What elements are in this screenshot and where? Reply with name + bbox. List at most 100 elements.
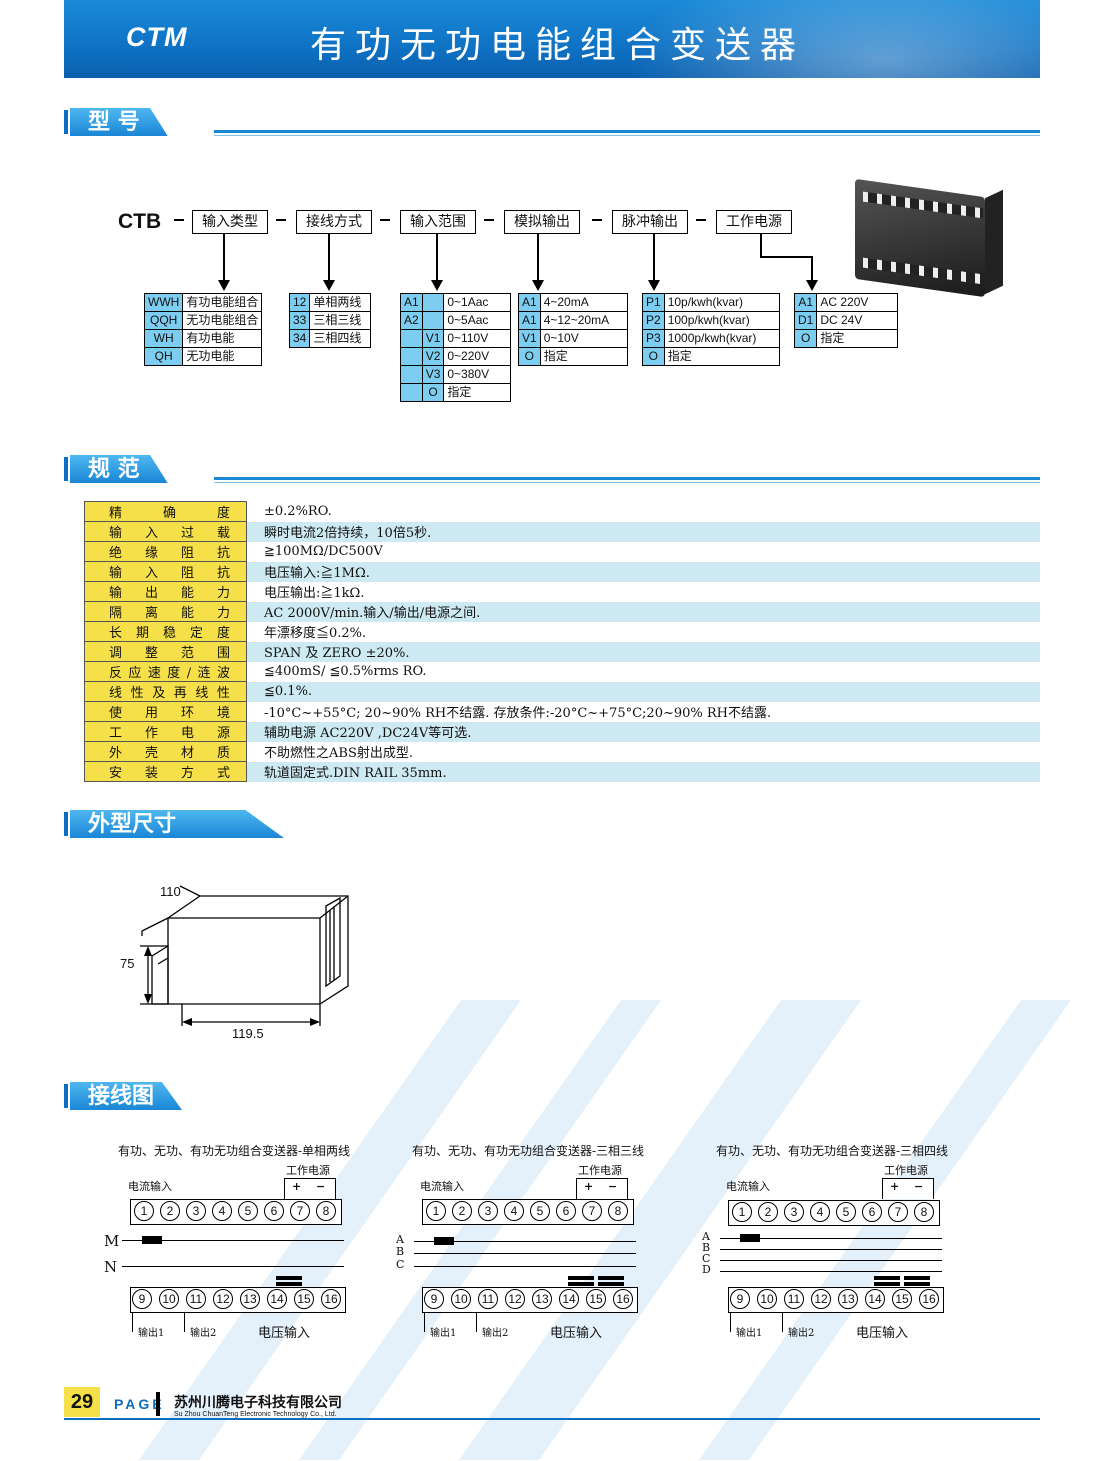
voltage-input-label: 电压输入 [550, 1326, 603, 1341]
terminal: 14 [267, 1289, 287, 1309]
spec-key: 安装方式 [84, 761, 247, 782]
phase-wire [122, 1266, 344, 1267]
terminal: 8 [316, 1201, 336, 1221]
minus-sign: − [914, 1180, 924, 1193]
spec-value: ≦0.1%. [246, 681, 1040, 702]
spec-value: ≦400mS/ ≦0.5%rms RO. [264, 664, 427, 679]
spec-row: 反应速度/涟波 ≦400mS/ ≦0.5%rms RO. [84, 661, 1040, 682]
voltage-coil [568, 1282, 594, 1286]
terminal: 14 [865, 1289, 885, 1309]
voltage-coil [598, 1276, 624, 1280]
output-bracket [184, 1312, 185, 1332]
terminal: 9 [730, 1289, 750, 1309]
voltage-coil [276, 1282, 302, 1286]
terminal: 1 [426, 1201, 446, 1221]
terminal: 16 [919, 1289, 939, 1309]
terminal: 7 [888, 1202, 908, 1222]
footer-divider [156, 1392, 160, 1416]
terminal: 5 [238, 1201, 258, 1221]
arrow-down-icon [218, 280, 230, 291]
plus-sign: + [584, 1180, 594, 1193]
current-input-label: 电流输入 [128, 1180, 172, 1193]
output-1-label: 输出1 [736, 1328, 763, 1339]
terminal: 8 [914, 1202, 934, 1222]
page-title: 有功无功电能组合变送器 [310, 25, 806, 66]
separator-dash [484, 219, 494, 221]
phase-label: N [104, 1258, 118, 1276]
dim-width: 119.5 [232, 1026, 264, 1041]
plus-sign: + [890, 1180, 900, 1193]
terminal: 16 [321, 1289, 341, 1309]
voltage-input-label: 电压输入 [856, 1326, 909, 1341]
spec-value: SPAN 及 ZERO ±20%. [246, 641, 1040, 662]
dimension-drawing [140, 885, 349, 1026]
power-box [576, 1178, 628, 1199]
phase-label: B [702, 1241, 711, 1254]
separator-dash [696, 219, 706, 221]
dim-height: 75 [120, 956, 135, 971]
voltage-coil [568, 1276, 594, 1280]
spec-key: 工作电源 [84, 721, 247, 742]
spec-key: 输入阻抗 [84, 561, 247, 582]
spec-value: 瞬时电流2倍持续，10倍5秒. [246, 521, 1040, 542]
output-1-label: 输出1 [138, 1328, 165, 1339]
spec-row: 输入过载瞬时电流2倍持续，10倍5秒. [84, 521, 1040, 542]
spec-value: 电压输出:≧1kΩ. [264, 586, 365, 601]
company-name: 苏州川腾电子科技有限公司 [174, 1395, 342, 1411]
terminal: 13 [240, 1289, 260, 1309]
page-number: 29 [64, 1387, 100, 1417]
product-image [855, 178, 1005, 298]
arrow-down-icon [532, 280, 544, 291]
spec-key: 反应速度/涟波 [84, 661, 247, 682]
separator-dash [276, 219, 286, 221]
arrow-down-icon [806, 280, 818, 291]
spec-row: 安装方式轨道固定式.DIN RAIL 35mm. [84, 761, 1040, 782]
spec-key: 输出能力 [84, 581, 247, 602]
voltage-coil [874, 1276, 900, 1280]
page-header [64, 0, 1040, 78]
spec-row: 输入阻抗电压输入:≧1MΩ. [84, 561, 1040, 582]
terminal: 2 [160, 1201, 180, 1221]
terminal: 7 [582, 1201, 602, 1221]
terminal: 11 [784, 1289, 804, 1309]
terminal: 4 [504, 1201, 524, 1221]
phase-label: B [396, 1245, 405, 1258]
spec-row: 线性及再线性≦0.1%. [84, 681, 1040, 702]
terminal: 8 [608, 1201, 628, 1221]
spec-row: 精确度±0.2%RO. [84, 501, 1040, 522]
spec-key: 隔离能力 [84, 601, 247, 622]
field-pulse-output: 脉冲输出 [612, 210, 688, 234]
terminal: 12 [811, 1289, 831, 1309]
field-input-range: 输入范围 [400, 210, 476, 234]
diagram-title: 有功、无功、有功无功组合变送器-三相三线 [412, 1144, 645, 1158]
spec-value: 轨道固定式.DIN RAIL 35mm. [246, 761, 1040, 782]
phase-wire [414, 1266, 636, 1267]
terminal: 12 [213, 1289, 233, 1309]
power-box [882, 1178, 934, 1199]
terminal: 5 [836, 1202, 856, 1222]
output-2-label: 输出2 [190, 1328, 217, 1339]
terminal: 10 [757, 1289, 777, 1309]
section-header-dims: 外型尺寸(mm) [64, 806, 284, 842]
spec-key: 外壳材质 [84, 741, 247, 762]
spec-row: 绝缘阻抗≧100MΩ/DC500V [84, 541, 1040, 562]
spec-row: 长期稳定度年漂移度≦0.2%. [84, 621, 1040, 642]
spec-key: 调整范围 [84, 641, 247, 662]
output-bracket [730, 1312, 731, 1332]
voltage-coil [904, 1276, 930, 1280]
phase-wire [414, 1241, 636, 1242]
plus-sign: + [292, 1180, 302, 1193]
terminal: 16 [613, 1289, 633, 1309]
voltage-coil [874, 1282, 900, 1286]
terminal: 3 [784, 1202, 804, 1222]
spec-row: 外壳材质不助燃性之ABS射出成型. [84, 741, 1040, 762]
terminal: 15 [586, 1289, 606, 1309]
spec-value: 电压输入:≧1MΩ. [246, 561, 1040, 582]
separator-dash [174, 219, 184, 221]
phase-wire [720, 1260, 942, 1261]
separator-dash [592, 219, 602, 221]
arrow-down-icon [431, 280, 443, 291]
terminal: 6 [862, 1202, 882, 1222]
output-bracket [476, 1312, 477, 1332]
